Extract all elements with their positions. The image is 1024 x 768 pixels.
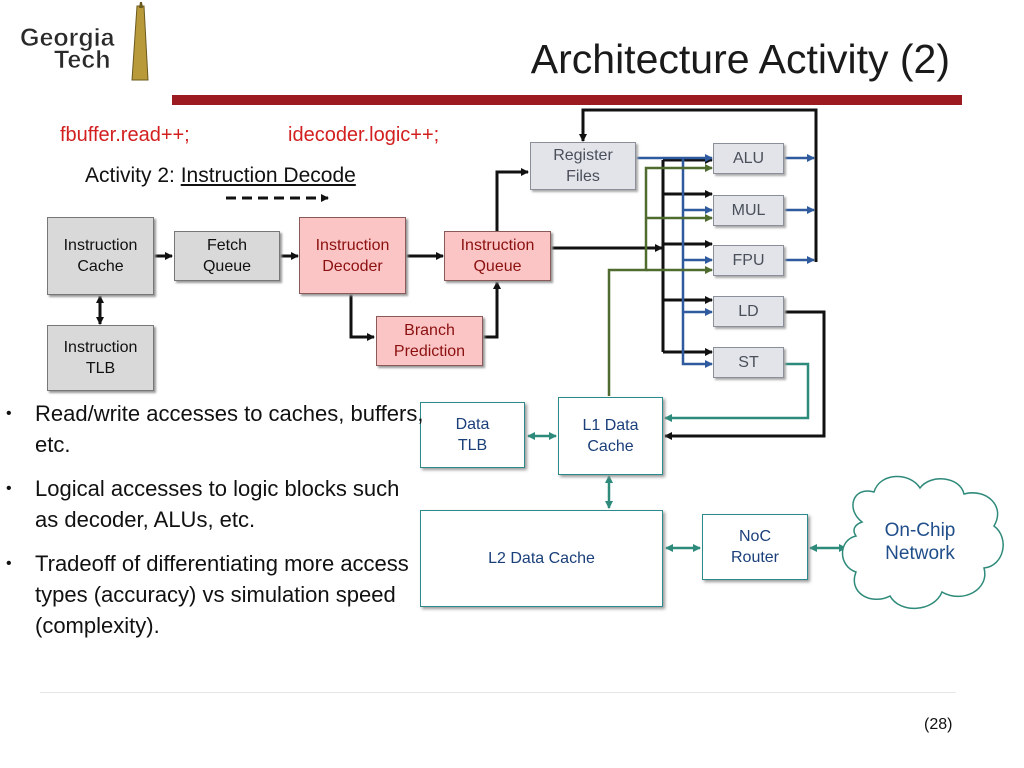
logo-tech-text: Tech (54, 46, 111, 74)
bullet-item: Tradeoff of differentiating more access … (6, 548, 426, 641)
st-block: ST (713, 347, 784, 378)
bullet-list: Read/write accesses to caches, buffers, … (6, 398, 426, 654)
cloud-shape (841, 475, 1004, 610)
bullet-item: Read/write accesses to caches, buffers, … (6, 398, 426, 460)
on-chip-network-label: On-Chip Network (884, 520, 956, 564)
activity-heading: Activity 2: Instruction Decode (85, 164, 356, 188)
activity-prefix: Activity 2: (85, 164, 181, 187)
l2-data-cache-block: L2 Data Cache (420, 510, 663, 607)
page-number: (28) (924, 716, 953, 733)
code-idecoder: idecoder.logic++; (288, 124, 440, 146)
title-divider (172, 95, 962, 105)
activity-highlight: Instruction Decode (180, 164, 356, 187)
alu-block: ALU (713, 143, 784, 174)
slide-title: Architecture Activity (2) (530, 36, 950, 82)
fpu-block: FPU (713, 245, 784, 276)
logo-georgia-text: Georgia (20, 24, 116, 52)
bullet-item: Logical accesses to logic blocks such as… (6, 473, 426, 535)
ld-block: LD (713, 296, 784, 327)
georgia-tech-logo: Georgia Tech (20, 2, 149, 81)
mul-block: MUL (713, 195, 784, 226)
footer-divider (40, 692, 956, 693)
code-fbuffer: fbuffer.read++; (60, 124, 190, 146)
